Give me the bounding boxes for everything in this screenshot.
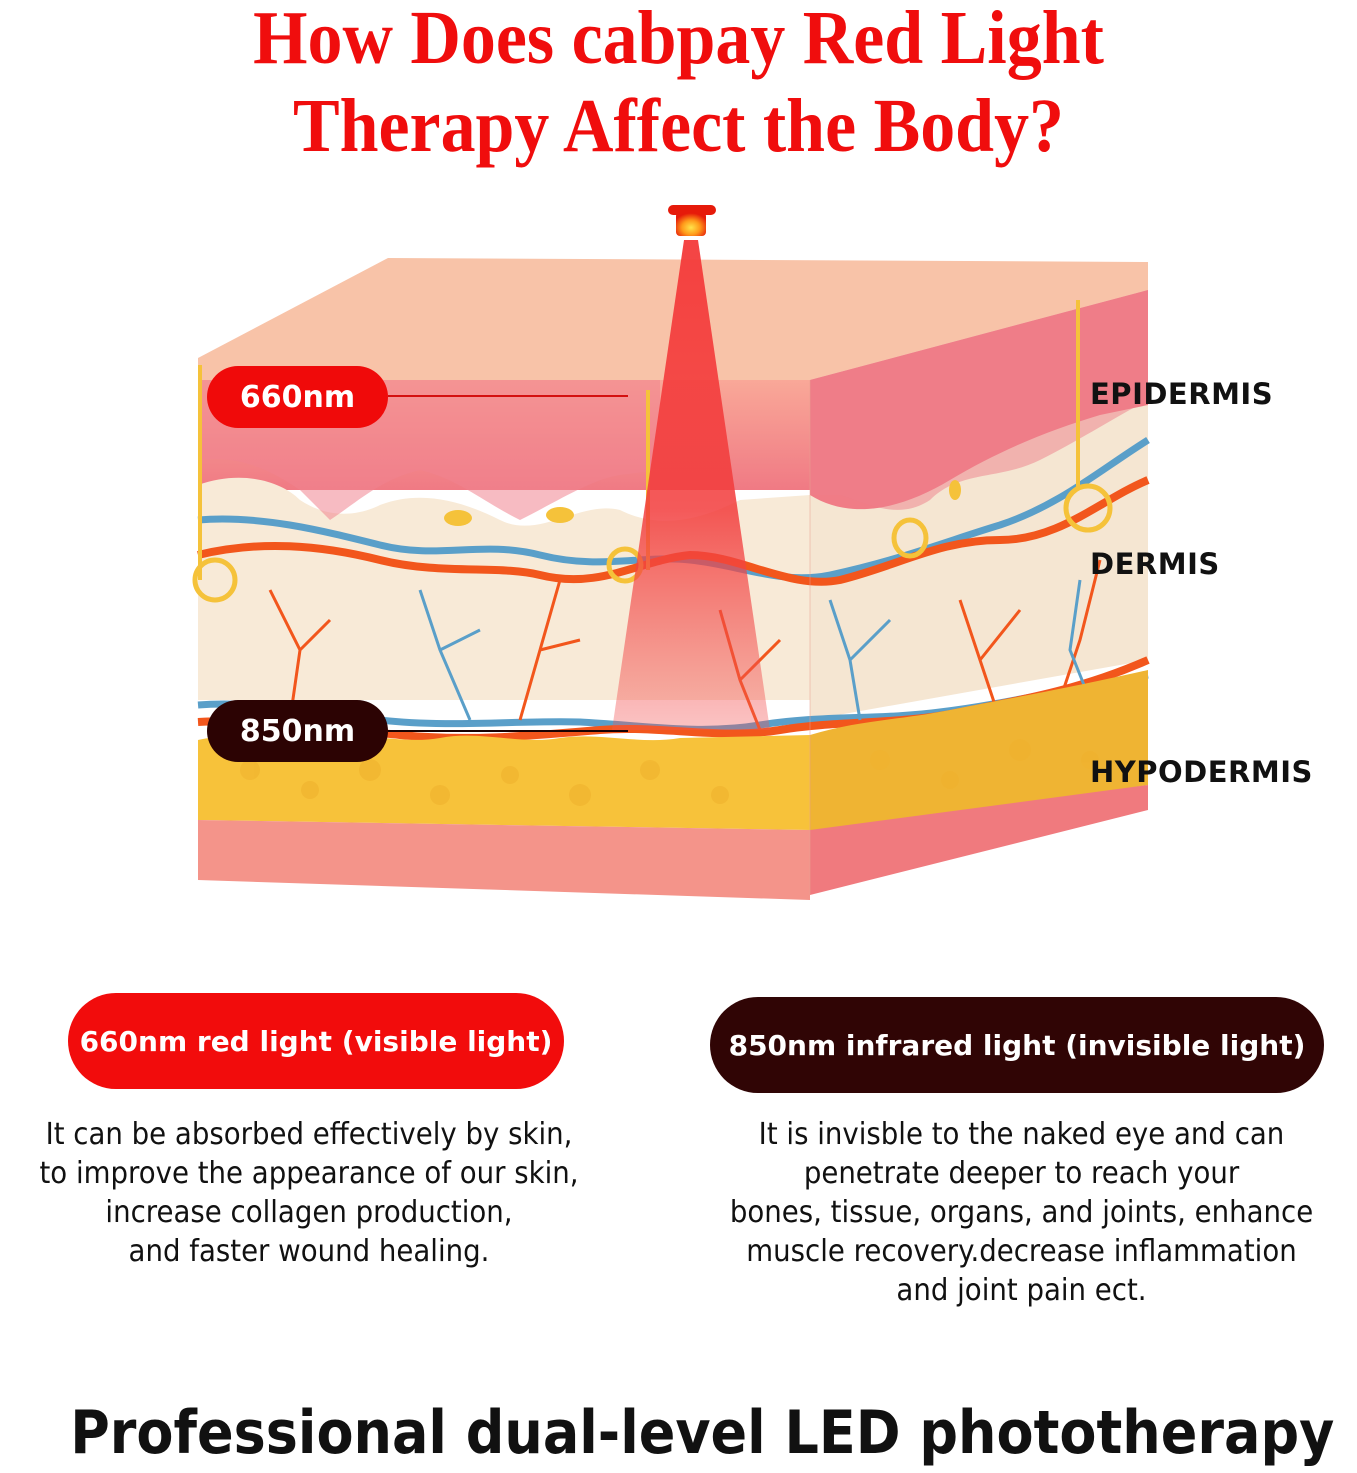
description-line: to improve the appearance of our skin, — [39, 1156, 579, 1191]
description-line: and joint pain ect. — [896, 1273, 1147, 1308]
fat-cells — [240, 739, 1099, 806]
description-line: muscle recovery.decrease inflammation — [746, 1234, 1297, 1269]
infrared-light-pill: 850nm infrared light (invisible light) — [710, 997, 1324, 1093]
wavelength-marker-850nm: 850nm — [207, 700, 388, 762]
footer-tagline-text: Professional dual-level LED phototherapy — [70, 1398, 1335, 1468]
layer-label-dermis: DERMIS — [1090, 547, 1220, 581]
veins — [418, 579, 1092, 721]
layer-label-hypodermis: HYPODERMIS — [1090, 755, 1313, 789]
page-title: How Does cabpay Red Light Therapy Affect… — [0, 0, 1357, 170]
footer-tagline: Professional dual-level LED phototherapy — [0, 1398, 1357, 1468]
description-line: increase collagen production, — [105, 1195, 513, 1230]
red-light-description: It can be absorbed effectively by skin, … — [0, 1115, 618, 1271]
red-light-pill: 660nm red light (visible light) — [68, 993, 564, 1089]
skin-cross-section-diagram: 660nm 850nm EPIDERMIS DERMIS HYPODERMIS — [0, 190, 1357, 920]
title-line-1: How Does cabpay Red Light — [253, 0, 1104, 80]
description-line: and faster wound healing. — [128, 1234, 490, 1269]
layer-label-epidermis: EPIDERMIS — [1090, 377, 1274, 411]
wavelength-marker-660nm: 660nm — [207, 366, 388, 428]
description-line: It is invisble to the naked eye and can — [758, 1117, 1285, 1152]
description-line: bones, tissue, organs, and joints, enhan… — [729, 1195, 1314, 1230]
title-line-2: Therapy Affect the Body? — [292, 84, 1064, 168]
description-line: It can be absorbed effectively by skin, — [45, 1117, 573, 1152]
led-lamp-icon — [668, 205, 716, 236]
light-beam — [612, 240, 770, 730]
description-line: penetrate deeper to reach your — [803, 1156, 1240, 1191]
infrared-light-description: It is invisble to the naked eye and can … — [686, 1115, 1357, 1310]
